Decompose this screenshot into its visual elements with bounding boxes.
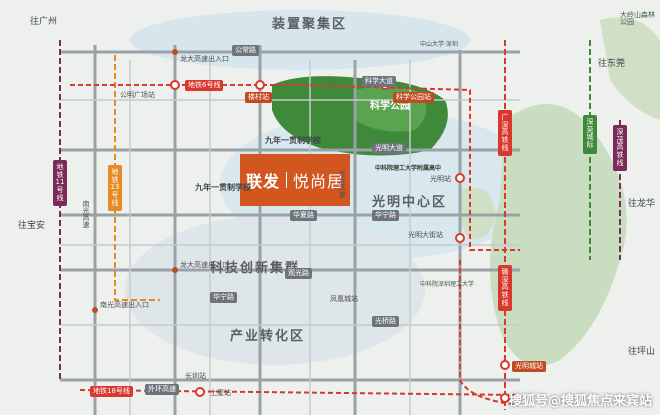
station-fenghuang: 凤凰城站 <box>330 295 358 303</box>
road-huaning: 华宁路 <box>372 210 399 221</box>
direction-guangzhou: 往广州 <box>30 17 58 27</box>
direction-pingshan: 往坪山 <box>628 347 656 357</box>
rail-label-metro18: 地铁18号线 <box>90 386 133 397</box>
project-block[interactable]: 联发 悦尚居 <box>240 154 350 206</box>
rail-label-metro13: 地铁13号线 <box>108 165 122 212</box>
road-huaning2: 华宁路 <box>210 292 237 303</box>
rail-line-metro13 <box>114 55 160 301</box>
road-waihuan: 外环高速 <box>145 384 179 395</box>
station-changyuan: 长圳站 <box>185 372 206 380</box>
road-guangming: 光明大道 <box>372 143 406 154</box>
district-guangming-center: 光明中心区 <box>372 195 448 210</box>
station-dots <box>170 80 510 403</box>
road-huaxia: 华夏路 <box>290 210 317 221</box>
project-separator <box>286 172 287 188</box>
station-dot <box>195 387 205 397</box>
rail-label-metro6: 地铁6号线 <box>185 80 224 91</box>
exit-marker <box>92 307 98 313</box>
district-tech-innovation: 科技创新集群 <box>210 261 301 276</box>
station-dot <box>170 80 180 90</box>
road-guangqiao: 光桥路 <box>372 316 399 327</box>
road-guanguang: 观光路 <box>285 268 312 279</box>
road-longda: 龙大高速 <box>338 170 346 198</box>
exit-longda-mid: 龙大高速出入口 <box>180 261 229 269</box>
green-hills-right <box>490 104 627 366</box>
station-guangming: 光明站 <box>430 175 451 183</box>
rail-label-guangshen: 广深高铁线 <box>498 110 512 157</box>
station-dot <box>455 233 465 243</box>
project-name-second: 悦尚居 <box>293 172 345 191</box>
exit-marker <box>172 49 178 55</box>
road-gongchang: 公常路 <box>232 45 259 56</box>
place-jiuyi-school: 九年一贯制学校 <box>265 136 321 145</box>
district-blob-lower <box>125 215 425 365</box>
station-dot <box>500 360 510 370</box>
station-loucun: 楼村站 <box>245 92 272 103</box>
green-hills-top <box>600 17 660 120</box>
station-dot <box>255 80 265 90</box>
station-gongming: 公明广场站 <box>120 91 155 99</box>
exit-longda-gongchang: 龙大高速出入口 <box>180 55 229 63</box>
road-minor <box>60 60 520 415</box>
station-dot <box>455 173 465 183</box>
station-guangming-street: 光明大街站 <box>408 231 443 239</box>
rail-label-metro11: 地铁11号线 <box>53 160 67 207</box>
rail-line-extra <box>459 260 521 406</box>
project-name-main: 联发 <box>245 172 280 191</box>
park-label: 科学公园 <box>370 101 410 112</box>
station-guangming-city: 光明城站 <box>512 361 546 372</box>
rail-label-shenguan: 深莞城际 <box>583 115 597 154</box>
district-zhuangzhuang: 装置聚集区 <box>272 17 348 32</box>
direction-dongguan: 往东莞 <box>598 59 626 69</box>
exit-nanguang: 南光高速出入口 <box>100 301 149 309</box>
watermark: 搜狐号@搜狐焦点来宾站 <box>508 394 652 409</box>
place-jiuyi-school-2: 九年一贯制学校 <box>195 183 251 192</box>
rail-label-shenmao: 深茂高铁线 <box>613 125 627 172</box>
direction-longhua: 往龙华 <box>628 199 656 209</box>
district-industry: 产业转化区 <box>230 329 306 344</box>
place-zhongke: 中科院深圳理工大学 <box>420 281 475 288</box>
road-kexue: 科学大道 <box>362 76 396 87</box>
rail-label-ganshen: 赣深高铁线 <box>498 265 512 312</box>
district-blob-top <box>130 10 470 70</box>
road-nanguang: 南光高速 <box>82 200 90 228</box>
direction-baoan: 往宝安 <box>18 221 46 231</box>
station-shangwu: 上屋站 <box>210 389 231 397</box>
exit-markers <box>92 49 178 313</box>
place-zhongshan: 中山大学·深圳 <box>420 41 458 48</box>
forest-park-label: 大岭山森林公园 <box>620 11 655 26</box>
station-dot <box>500 393 510 403</box>
place-southern-tech: 中科院理工大学附属高中 <box>375 165 442 172</box>
rail-line-metro6 <box>70 84 520 251</box>
station-kexue-park: 科学公园站 <box>393 92 434 103</box>
exit-marker <box>172 267 178 273</box>
